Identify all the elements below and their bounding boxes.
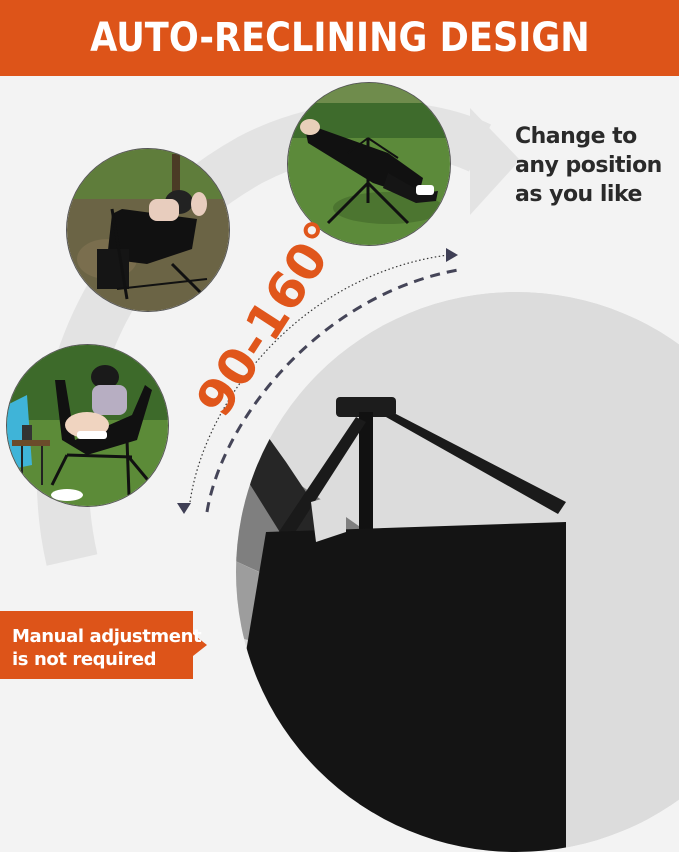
arrow-head-top-icon [446, 248, 458, 262]
callout-text: Manual adjustment is not required [12, 625, 202, 671]
photo-upright-seated [6, 344, 169, 507]
angle-label-wrapper: 90-160° [185, 211, 405, 453]
side-caption: Change to any position as you like [515, 122, 662, 209]
side-caption-line-2: any position [515, 153, 662, 178]
dashed-arc [205, 268, 459, 513]
arrow-head-bottom-icon [177, 503, 191, 514]
header-banner: AUTO-RECLINING DESIGN [0, 0, 679, 76]
page-title: AUTO-RECLINING DESIGN [89, 15, 590, 61]
callout-badge [0, 611, 207, 679]
side-caption-line-1: Change to [515, 124, 637, 149]
side-caption-line-3: as you like [515, 182, 642, 207]
callout-line-1: Manual adjustment [12, 626, 202, 647]
callout-line-2: is not required [12, 649, 157, 670]
range-arc-arrows [177, 248, 459, 514]
